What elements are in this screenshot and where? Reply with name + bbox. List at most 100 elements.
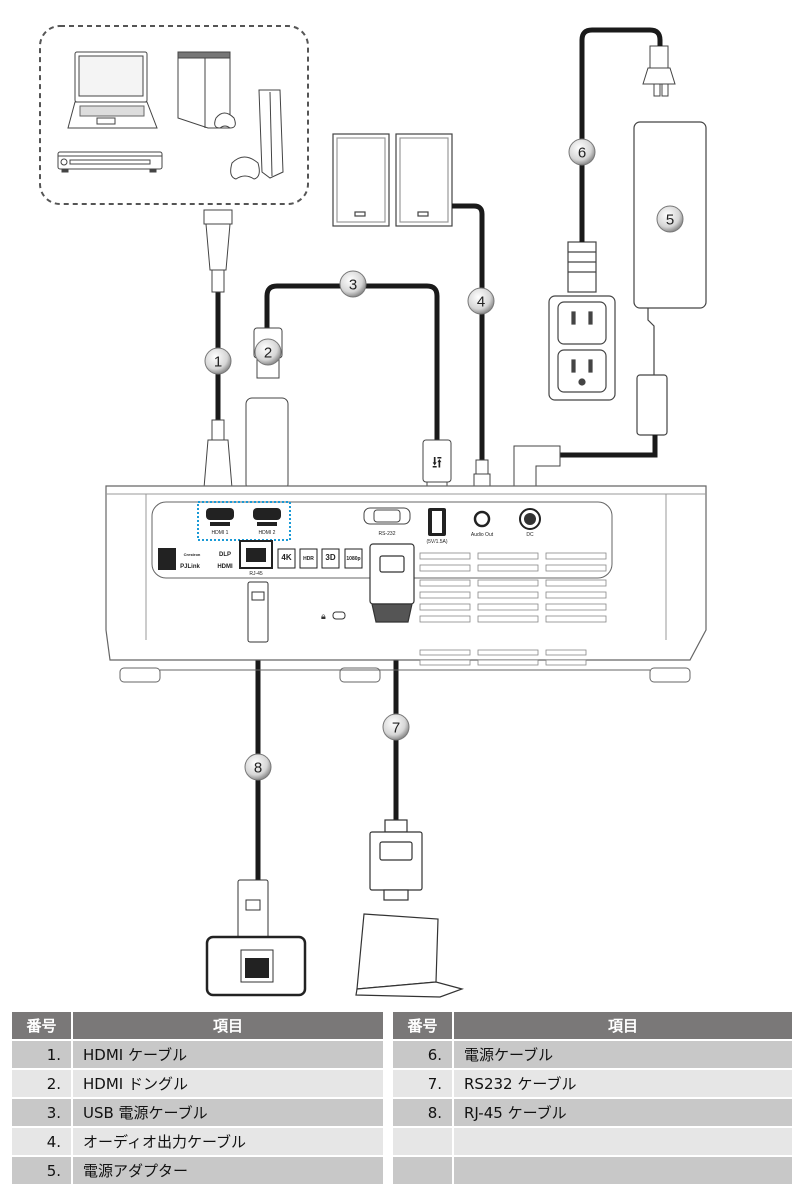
row-item: HDMI ドングル [72, 1068, 383, 1098]
svg-text:RS-232: RS-232 [379, 531, 396, 537]
svg-text:3: 3 [349, 277, 357, 294]
header-number: 番号 [12, 1012, 73, 1040]
callout-badge-8: 8 [244, 753, 272, 781]
svg-text:HDMI 1: HDMI 1 [212, 530, 229, 536]
svg-text:RJ-45: RJ-45 [249, 571, 263, 577]
svg-text:DC: DC [526, 532, 534, 538]
row-item [453, 1126, 792, 1156]
row-item: RJ-45 ケーブル [453, 1097, 792, 1127]
port-hdmi-2: HDMI 2 [253, 508, 281, 536]
row-item: RS232 ケーブル [453, 1068, 792, 1098]
svg-text:1080p: 1080p [346, 556, 360, 562]
svg-text:5: 5 [666, 212, 674, 229]
svg-text:HDMI 2: HDMI 2 [259, 530, 276, 536]
cable-dc [560, 435, 658, 458]
svg-text:Audio Out: Audio Out [471, 532, 494, 538]
svg-text:HDR: HDR [303, 556, 314, 562]
laptop-icon [67, 51, 158, 129]
table-row [393, 1126, 792, 1156]
hdmi-plug-icon [203, 419, 233, 489]
svg-text:Crestron: Crestron [184, 552, 201, 557]
svg-text:🔒︎: 🔒︎ [321, 611, 326, 621]
row-item [453, 1155, 792, 1184]
network-wall-jack-icon [205, 879, 307, 997]
pc-laptop-icon [355, 913, 464, 998]
row-item: 電源アダプター [72, 1155, 383, 1184]
port-dc: DC [519, 508, 541, 538]
row-number [393, 1155, 454, 1184]
callout-badge-4: 4 [467, 287, 495, 315]
game-console-slim-icon [230, 89, 284, 180]
row-number: 3. [12, 1097, 73, 1127]
row-number: 1. [12, 1039, 73, 1069]
callout-badge-3: 3 [339, 270, 367, 298]
port-power-out: (5V/1.5A) [426, 508, 448, 545]
callout-badge-7: 7 [382, 713, 410, 741]
svg-text:6: 6 [578, 145, 586, 162]
svg-text:8: 8 [254, 760, 262, 777]
table-row: 8.RJ-45 ケーブル [393, 1097, 792, 1127]
port-rs232: RS-232 [363, 507, 411, 537]
rj45-plug-icon [247, 581, 269, 643]
source-devices-group [39, 25, 309, 205]
row-number [393, 1126, 454, 1156]
callout-badge-2: 2 [254, 338, 282, 366]
rs232-plug-icon [369, 819, 423, 901]
row-number: 8. [393, 1097, 454, 1127]
power-plug-icon [642, 45, 676, 97]
row-number: 6. [393, 1039, 454, 1069]
row-number: 4. [12, 1126, 73, 1156]
svg-text:1: 1 [214, 354, 222, 371]
row-number: 2. [12, 1068, 73, 1098]
audio-plug-icon [473, 459, 491, 500]
table-row: 6.電源ケーブル [393, 1039, 792, 1069]
cable-usb-power [264, 283, 440, 440]
callout-badge-1: 1 [204, 347, 232, 375]
svg-text:4: 4 [477, 294, 485, 311]
table-row: 4.オーディオ出力ケーブル [12, 1126, 383, 1156]
svg-text:2: 2 [264, 345, 272, 362]
svg-text:PJLink: PJLink [180, 564, 200, 570]
port-rj45: RJ-45 [239, 540, 273, 577]
connection-diagram: ⭿ [39, 25, 707, 998]
blu-ray-player-icon [57, 151, 163, 173]
table-row: 7.RS232 ケーブル [393, 1068, 792, 1098]
legend-table-left: 番号 項目 1.HDMI ケーブル 2.HDMI ドングル 3.USB 電源ケー… [12, 1012, 383, 1184]
svg-text:7: 7 [392, 720, 400, 737]
cable-power [579, 27, 663, 242]
table-row: 5.電源アダプター [12, 1155, 383, 1184]
row-item: HDMI ケーブル [72, 1039, 383, 1069]
table-row: 3.USB 電源ケーブル [12, 1097, 383, 1127]
table-row: 2.HDMI ドングル [12, 1068, 383, 1098]
svg-text:⭿: ⭿ [432, 455, 442, 472]
kensington-lock-icon: 🔒︎ [321, 611, 346, 621]
row-item: USB 電源ケーブル [72, 1097, 383, 1127]
wall-outlet-icon [548, 241, 616, 401]
hdmi-plug-icon [203, 209, 233, 293]
port-audio-out: Audio Out [471, 510, 494, 538]
cable-audio [452, 203, 485, 460]
header-item: 項目 [453, 1012, 792, 1040]
legend-table-right: 番号 項目 6.電源ケーブル 7.RS232 ケーブル 8.RJ-45 ケーブル [393, 1012, 792, 1184]
game-console-tower-icon [177, 51, 236, 129]
power-adapter-icon [633, 121, 707, 436]
logo-row: Crestron PJLink DLP HDMI 4K HDR 3D 1080p [158, 548, 363, 570]
table-row [393, 1155, 792, 1184]
svg-text:3D: 3D [325, 553, 335, 562]
rs232-connector-icon [369, 543, 415, 623]
svg-text:4K: 4K [281, 553, 291, 562]
callout-badge-6: 6 [568, 138, 596, 166]
row-item: オーディオ出力ケーブル [72, 1126, 383, 1156]
svg-text:DLP: DLP [219, 552, 231, 558]
table-row: 1.HDMI ケーブル [12, 1039, 383, 1069]
port-hdmi-1: HDMI 1 [206, 508, 234, 536]
header-item: 項目 [72, 1012, 383, 1040]
svg-text:(5V/1.5A): (5V/1.5A) [426, 539, 447, 545]
callout-badge-5: 5 [656, 205, 684, 233]
speakers-icon [332, 133, 453, 227]
row-item: 電源ケーブル [453, 1039, 792, 1069]
header-number: 番号 [393, 1012, 454, 1040]
row-number: 5. [12, 1155, 73, 1184]
svg-text:HDMI: HDMI [217, 564, 233, 570]
row-number: 7. [393, 1068, 454, 1098]
